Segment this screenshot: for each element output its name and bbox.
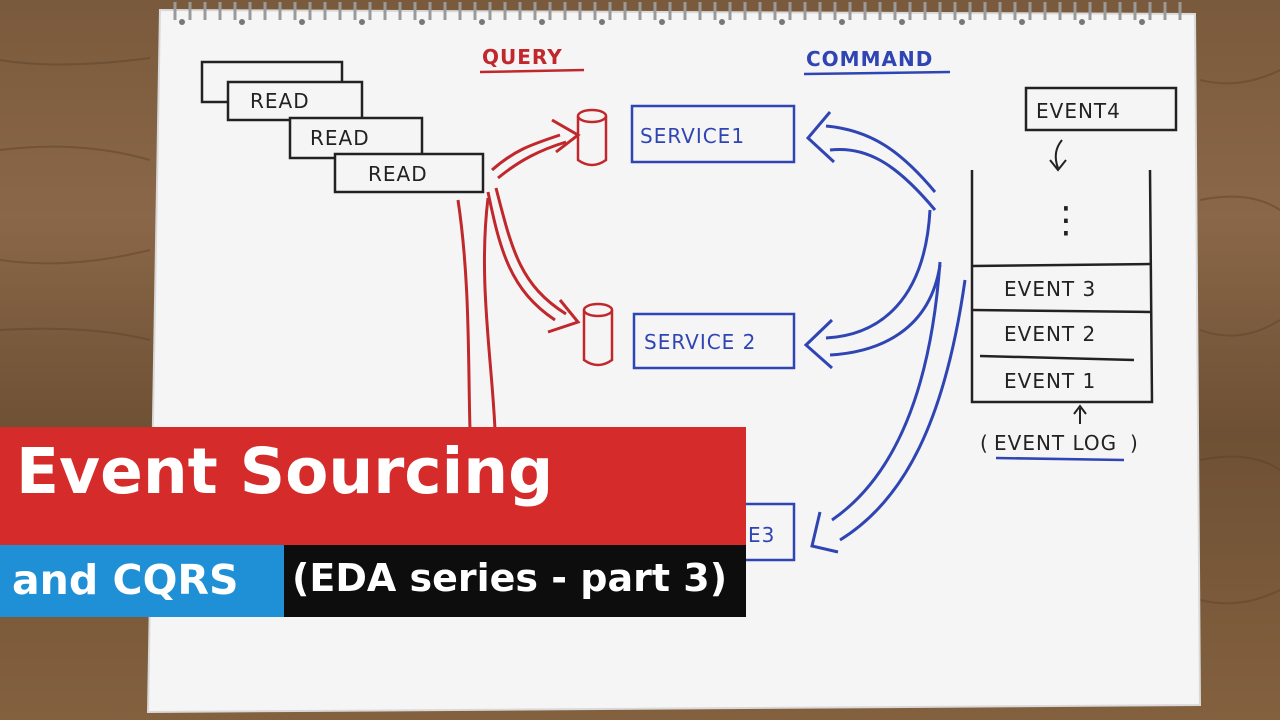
title-banner (0, 427, 746, 545)
service-1-label: SERVICE1 (640, 124, 745, 148)
command-arrows (803, 111, 967, 554)
subtitle-blue-band (0, 545, 284, 617)
subtitle-left: and CQRS (12, 556, 239, 604)
read-label-3: READ (368, 162, 428, 186)
service-2-box (632, 312, 796, 370)
query-underline (479, 68, 585, 74)
event-log-underline (995, 456, 1125, 462)
service-2-label: SERVICE 2 (644, 330, 756, 354)
event-log-paren-open: ( (980, 431, 989, 455)
event3-label: EVENT 3 (1004, 277, 1096, 301)
event-log-label: EVENT LOG (994, 431, 1117, 455)
event4-label: EVENT4 (1036, 99, 1121, 123)
event-ellipsis: ⋮ (1048, 200, 1084, 241)
event-log-stack (970, 169, 1154, 404)
read-label-2: READ (310, 126, 370, 150)
event2-label: EVENT 2 (1004, 322, 1096, 346)
command-heading: COMMAND (806, 47, 933, 71)
event4-arrow (1049, 139, 1067, 172)
spiral-holes (179, 19, 1145, 25)
spiral-binding (173, 2, 1182, 20)
event1-label: EVENT 1 (1004, 369, 1096, 393)
service-1-box (630, 104, 796, 164)
command-underline (803, 70, 951, 76)
read-stack (200, 60, 485, 194)
event-log-paren-close: ) (1130, 431, 1139, 455)
subtitle-black-band (284, 545, 746, 617)
title-main: Event Sourcing (16, 435, 554, 508)
subtitle-right: (EDA series - part 3) (292, 556, 728, 600)
read-label-1: READ (250, 89, 310, 113)
database-2-icon (582, 302, 614, 367)
event4-box (1024, 86, 1178, 132)
service-3-label: E3 (748, 523, 775, 547)
database-1-icon (576, 108, 608, 167)
wood-grain (0, 57, 1280, 605)
query-heading: QUERY (482, 45, 563, 69)
event-log-pointer (1073, 404, 1087, 424)
